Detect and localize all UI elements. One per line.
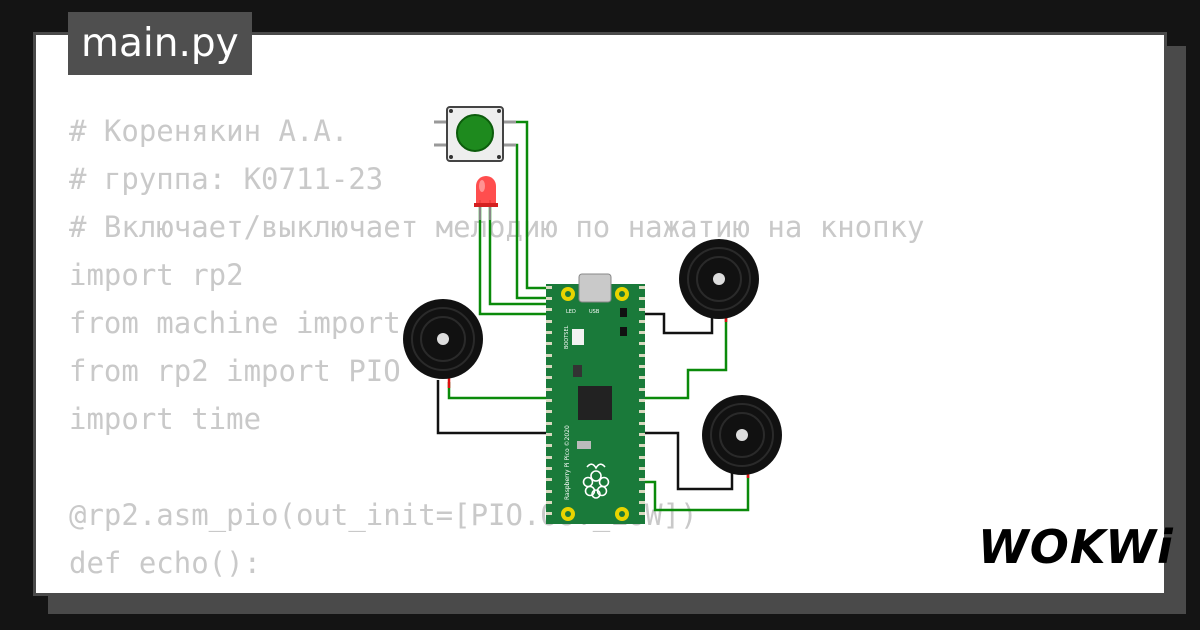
board-silkscreen: Raspberry Pi Pico ©2020 xyxy=(564,425,571,500)
pin-header-right xyxy=(639,286,645,515)
led-label: LED xyxy=(566,309,576,315)
code-line: def echo(): xyxy=(69,546,262,580)
code-line: # Коренякин А.А. xyxy=(69,114,349,148)
code-line: import rp2 xyxy=(69,258,244,292)
file-tab[interactable]: main.py xyxy=(68,12,252,75)
buzzer-left[interactable] xyxy=(403,299,483,379)
code-line: from rp2 import PIO xyxy=(69,354,401,388)
mounting-holes xyxy=(561,287,629,521)
usb-label: USB xyxy=(589,309,600,315)
rp2040-chip xyxy=(578,386,612,420)
pin-header-left xyxy=(546,286,552,515)
code-line: # Включает/выключает мелодию по нажатию … xyxy=(69,210,925,244)
bootsel-button xyxy=(572,329,584,345)
pushbutton[interactable] xyxy=(434,106,516,162)
red-led[interactable] xyxy=(474,176,498,220)
bootsel-label: BOOTSEL xyxy=(564,325,570,349)
code-line: import time xyxy=(69,402,262,436)
wires-ground xyxy=(436,312,734,491)
buzzer-top-right[interactable] xyxy=(679,239,759,319)
buzzer-bottom-right[interactable] xyxy=(702,395,782,475)
usb-port xyxy=(578,273,612,303)
raspberry-logo-icon xyxy=(582,463,610,499)
code-line: # группа: К0711-23 xyxy=(69,162,384,196)
wokwi-logo: WOKWi xyxy=(978,520,1174,574)
raspberry-pi-pico[interactable]: LED USB BOOTSEL Raspberry Pi Pico ©2020 xyxy=(546,273,645,524)
